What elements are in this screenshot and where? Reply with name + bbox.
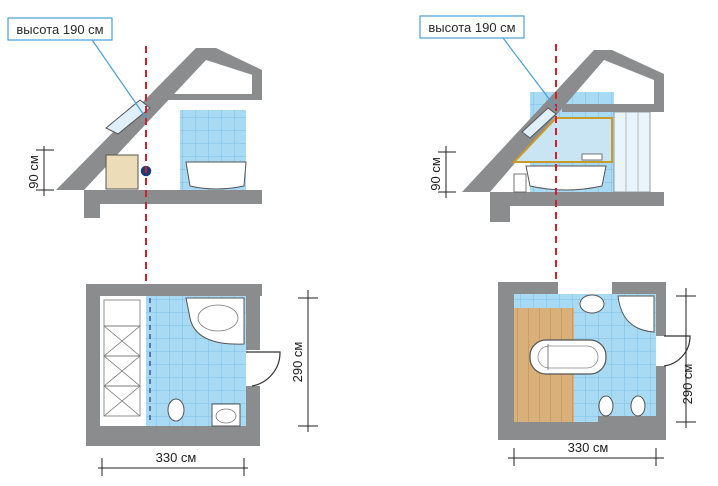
left-plan-toilet [167,398,185,422]
left-floor-slab [84,190,262,218]
right-plan-shower [617,295,655,333]
left-bathtub [185,161,247,190]
left-floor-plan [86,284,281,446]
right-right-wall [654,76,664,110]
left-depth-label: 290 см [290,342,305,383]
right-side-height-dimension: 90 см [428,146,456,198]
right-side-height-label: 90 см [428,157,443,191]
left-side-height-label: 90 см [26,155,41,189]
right-mirror [511,117,613,163]
right-width-dimension: 330 см [508,440,664,466]
left-cabinet [105,154,139,190]
right-depth-dimension: 290 см [676,288,696,428]
right-plan-right-wall-upper [656,282,666,336]
right-roof-slab [462,50,664,192]
right-plan-top-wall-right [612,282,664,294]
left-height-label: высота 190 см [16,22,103,37]
left-right-wall [252,70,262,100]
right-width-label: 330 см [568,440,609,455]
right-plan-toilet-1 [598,395,614,417]
right-depth-label: 290 см [680,364,695,405]
left-plan-door [246,351,281,387]
left-plan-top-wall [86,284,262,296]
right-ceiling [562,104,664,112]
right-plan-left-wall [498,282,514,440]
left-width-dimension: 330 см [98,450,248,476]
right-plan-bottom-wall [498,422,666,440]
right-plan-basin [579,294,605,314]
left-plan-left-wall [86,284,100,446]
right-floor-slab [490,192,664,222]
left-width-label: 330 см [156,450,197,465]
left-depth-dimension: 290 см [290,290,318,432]
right-plan-top-wall [498,282,558,294]
right-height-callout: высота 190 см [419,15,557,109]
right-shower-glass [613,111,651,193]
right-plan-toilet-2 [630,395,646,417]
left-section-view [56,48,262,218]
right-height-label: высота 190 см [428,20,515,35]
left-height-callout: высота 190 см [7,17,147,119]
right-floor-plan [498,282,691,440]
left-side-height-dimension: 90 см [26,146,54,196]
left-plan-bottom-wall [86,426,260,446]
right-bathtub [525,165,607,191]
right-plan-door [663,335,691,367]
right-plan-right-wall-lower [656,366,666,440]
left-ceiling [168,94,262,100]
left-plan-right-wall-upper [246,284,260,350]
left-plan-storage [103,299,141,417]
right-section-view [462,50,664,222]
